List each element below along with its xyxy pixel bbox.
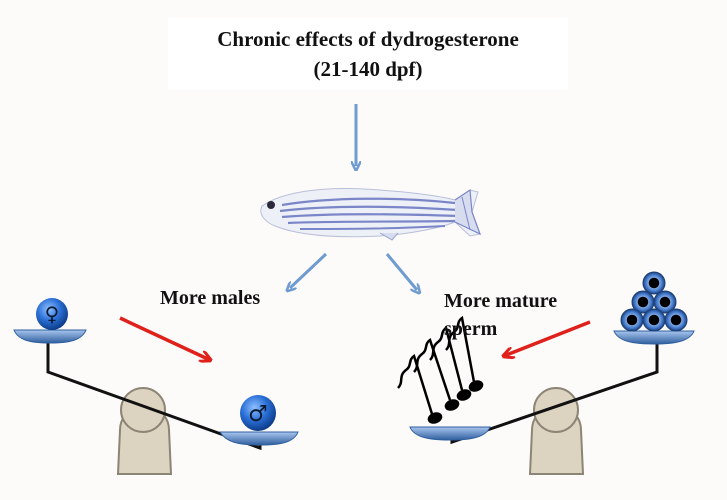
svg-text:♂: ♂	[248, 402, 268, 427]
label-sperm-line-2: sperm	[444, 318, 498, 340]
male-symbol-icon: ♂	[240, 395, 276, 431]
left-balance-scale	[13, 329, 299, 475]
label-sperm-line-1: More mature	[444, 290, 558, 312]
title-line-1: Chronic effects of dydrogesterone	[217, 27, 519, 51]
right-balance-scale	[409, 330, 695, 475]
female-symbol-icon: ♀	[36, 298, 68, 330]
label-more-males: More males	[160, 287, 261, 309]
red-arrow-right	[504, 320, 591, 356]
arrow-fish-to-right	[385, 253, 417, 290]
svg-text:♀: ♀	[45, 302, 60, 326]
title-box: Chronic effects of dydrogesterone (21-14…	[168, 18, 568, 90]
arrow-fish-to-left	[290, 252, 328, 288]
sperm-icon	[397, 315, 484, 424]
zebrafish-icon	[260, 188, 482, 241]
label-more-mature-sperm: More mature sperm	[444, 287, 557, 343]
cell-cluster-icon	[620, 271, 688, 332]
title-line-2: (21-140 dpf)	[313, 57, 423, 81]
red-arrow-left	[119, 316, 210, 360]
